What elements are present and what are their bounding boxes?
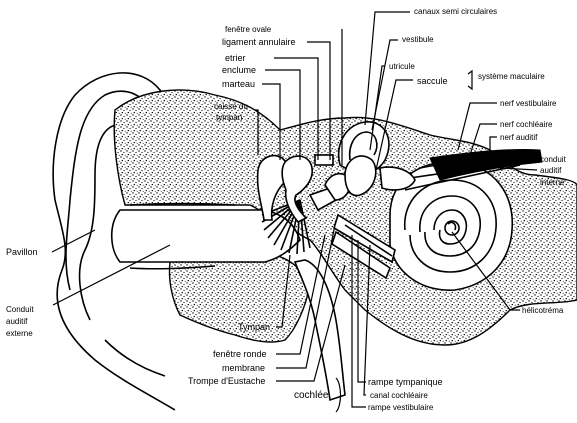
label-fenetre-ovale: fenêtre ovale xyxy=(225,25,272,34)
label-pavillon: Pavillon xyxy=(6,247,38,257)
label-caisse-tympan: tympan xyxy=(216,113,242,122)
eustachian-tube xyxy=(293,259,346,402)
label-saccule: saccule xyxy=(417,76,448,86)
label-vestibule: vestibule xyxy=(402,35,434,44)
label-cochlee: cochlée xyxy=(294,390,329,401)
label-nerf-auditif: nerf auditif xyxy=(500,133,538,142)
ossicles xyxy=(256,154,352,224)
label-conduit-interne-3: interne xyxy=(540,178,565,187)
auditory-nerve xyxy=(379,148,543,191)
label-systeme-maculaire: système maculaire xyxy=(478,72,545,81)
label-helicotrema: hélicotréma xyxy=(522,306,564,315)
label-conduit-externe-2: auditif xyxy=(6,317,28,326)
label-membrane: membrane xyxy=(222,363,265,373)
label-canal-cochleaire: canal cochléaire xyxy=(370,391,428,400)
label-caisse-du: caisse du xyxy=(214,102,248,111)
label-tympan: Tympan xyxy=(238,322,270,332)
label-conduit-externe-1: Conduit xyxy=(6,305,34,314)
label-conduit-interne-2: auditif xyxy=(540,166,562,175)
label-canaux: canaux semi circulaires xyxy=(414,7,497,16)
label-ligament-annulaire: ligament annulaire xyxy=(222,37,296,47)
label-fenetre-ronde: fenêtre ronde xyxy=(213,349,267,359)
semicircular-canals xyxy=(338,121,390,197)
label-conduit-interne-1: conduit xyxy=(540,155,567,164)
label-nerf-cochleaire: nerf cochléaire xyxy=(500,120,553,129)
label-nerf-vestibulaire: nerf vestibulaire xyxy=(500,99,557,108)
label-rampe-vestibulaire: rampe vestibulaire xyxy=(368,403,434,412)
label-rampe-tympanique: rampe tympanique xyxy=(368,377,443,387)
label-marteau: marteau xyxy=(222,79,255,89)
label-conduit-externe-3: externe xyxy=(6,329,33,338)
leader-lines xyxy=(51,11,538,413)
label-utricule: utricule xyxy=(389,62,415,71)
label-enclume: enclume xyxy=(222,65,256,75)
label-etrier: etrier xyxy=(225,53,246,63)
label-trompe: Trompe d'Eustache xyxy=(188,376,265,386)
